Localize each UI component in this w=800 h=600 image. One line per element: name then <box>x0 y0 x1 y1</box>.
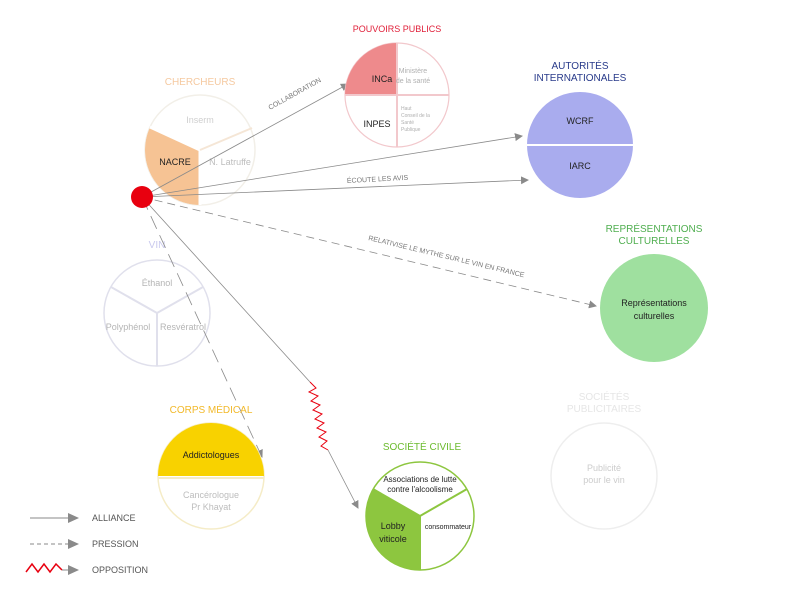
culture-circle-line1: Représentations <box>621 298 687 308</box>
cancer-line1: Cancérologue <box>183 490 239 500</box>
legend-opposition-zigzag <box>25 562 63 574</box>
ecoute-label: ÉCOUTE LES AVIS <box>347 173 409 185</box>
ethanol-label: Éthanol <box>142 278 173 288</box>
ecoute-arrow[interactable] <box>141 176 529 198</box>
civil-title: SOCIÉTÉ CIVILE <box>383 440 462 453</box>
hcsp-line3: Santé <box>401 120 414 126</box>
resveratrol-label: Resvératrol <box>160 322 206 332</box>
culture-group: REPRÉSENTATIONS CULTURELLES Représentati… <box>600 222 708 362</box>
nacre-label: NACRE <box>159 157 191 167</box>
hcsp-line1: Haut <box>401 106 412 112</box>
hcsp-line4: Publique <box>401 127 421 133</box>
international-group: AUTORITÉS INTERNATIONALES WCRF IARC <box>527 59 633 198</box>
inca-label: INCa <box>372 74 393 84</box>
addicto-label: Addictologues <box>183 450 240 460</box>
medical-group: CORPS MÉDICAL Addictologues Cancérologue… <box>157 403 265 530</box>
international-title-1: AUTORITÉS <box>551 59 608 72</box>
legend-pression-label: PRESSION <box>92 539 139 549</box>
researchers-group: CHERCHEURS Inserm NACRE N. Latruffe <box>144 77 256 206</box>
lobby-line1: Lobby <box>381 521 406 531</box>
arrow-to-wcrf[interactable] <box>141 133 523 198</box>
advertising-circle-line1: Publicité <box>587 463 621 473</box>
wine-group: VIN Éthanol Polyphénol Resvératrol <box>103 240 211 367</box>
hcsp-line2: Conseil de la <box>401 113 430 119</box>
culture-title-1: REPRÉSENTATIONS <box>606 222 703 235</box>
consumer-label: consommateur <box>425 524 472 531</box>
advertising-group: SOCIÉTÉS PUBLICITAIRES Publicité pour le… <box>550 390 658 530</box>
assoc-line1: Associations de lutte <box>383 475 457 484</box>
pression-arrow-medical[interactable] <box>141 196 263 458</box>
culture-circle[interactable] <box>600 254 708 362</box>
advertising-title-2: PUBLICITAIRES <box>567 404 642 415</box>
ministere-line2: de la santé <box>396 78 430 85</box>
inpes-label: INPES <box>363 119 390 129</box>
civil-group: SOCIÉTÉ CIVILE Associations de lutte con… <box>365 440 475 571</box>
cancer-line2: Pr Khayat <box>191 502 231 512</box>
collaboration-arrow[interactable] <box>141 83 349 198</box>
opposition-line-a <box>141 196 311 383</box>
international-title-2: INTERNATIONALES <box>534 73 627 84</box>
opposition-arrow[interactable] <box>327 449 359 509</box>
public-group: POUVOIRS PUBLICS INCa Ministère de la sa… <box>344 24 450 148</box>
relativise-arrow[interactable] <box>141 196 597 309</box>
lobby-source-node[interactable] <box>131 186 153 208</box>
legend-opposition-label: OPPOSITION <box>92 565 148 575</box>
public-title: POUVOIRS PUBLICS <box>353 24 442 34</box>
inserm-label: Inserm <box>186 115 214 125</box>
collaboration-label: COLLABORATION <box>268 77 323 112</box>
addicto-slice[interactable] <box>158 423 264 476</box>
researchers-title: CHERCHEURS <box>165 77 236 88</box>
culture-circle-line2: culturelles <box>634 311 675 321</box>
ministere-line1: Ministère <box>399 68 428 75</box>
legend-alliance-label: ALLIANCE <box>92 513 136 523</box>
nacre-slice[interactable] <box>145 127 200 205</box>
legend: ALLIANCE PRESSION OPPOSITION <box>25 513 148 575</box>
lobby-line2: viticole <box>379 534 407 544</box>
wine-title: VIN <box>149 240 166 251</box>
inca-slice[interactable] <box>345 43 397 95</box>
relativise-label: RELATIVISE LE MYTHE SUR LE VIN EN FRANCE <box>368 235 526 279</box>
advertising-title-1: SOCIÉTÉS <box>579 390 630 403</box>
advertising-circle[interactable] <box>550 422 658 530</box>
latruffe-label: N. Latruffe <box>209 157 251 167</box>
opposition-zigzag <box>307 381 329 451</box>
polyphenol-label: Polyphénol <box>106 322 151 332</box>
medical-title: CORPS MÉDICAL <box>170 403 253 416</box>
iarc-label[interactable]: IARC <box>569 161 591 171</box>
advertising-circle-line2: pour le vin <box>583 475 625 485</box>
assoc-line2: contre l'alcoolisme <box>387 485 453 494</box>
culture-title-2: CULTURELLES <box>619 236 690 247</box>
wcrf-label[interactable]: WCRF <box>567 116 594 126</box>
